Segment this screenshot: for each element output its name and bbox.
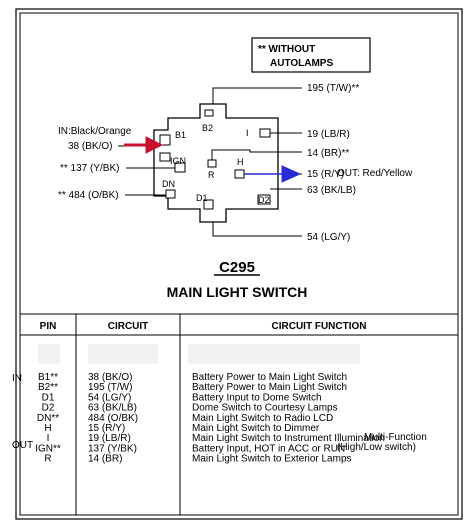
- pin-cell: B1**: [38, 372, 58, 383]
- pin-cell: D2: [42, 403, 55, 414]
- pin-cell: I: [47, 433, 50, 444]
- function-cell: Battery Input, HOT in ACC or RUN: [192, 443, 345, 454]
- in-row-marker: IN: [12, 373, 22, 384]
- wire-15-label: 15 (R/Y): [307, 169, 344, 180]
- cavity-dn-label: DN: [162, 179, 175, 189]
- table-row: D1 54 (LG/Y) Battery Input to Dome Switch: [42, 392, 322, 403]
- wire-54: [212, 222, 302, 237]
- pin-cell: D1: [42, 392, 55, 403]
- slot-h: [234, 169, 245, 179]
- outer-frame: [15, 8, 463, 520]
- table-rows: B1** 38 (BK/O) Battery Power to Main Light…: [35, 372, 385, 465]
- wire-14-label: 14 (BR)**: [307, 148, 349, 159]
- slot-b1: [159, 134, 171, 146]
- out-row-marker: OUT: [12, 440, 33, 451]
- slot-dn: [165, 189, 176, 199]
- connector-name: MAIN LIGHT SWITCH: [167, 284, 308, 300]
- in-arrow-icon: [124, 136, 164, 154]
- slot-d1: [203, 199, 214, 210]
- function-cell: Main Light Switch to Radio LCD: [192, 413, 333, 424]
- function-cell: Battery Input to Dome Switch: [192, 392, 322, 403]
- function-cell: Battery Power to Main Light Switch: [192, 372, 347, 383]
- pin-cell: H: [44, 423, 51, 434]
- slot-left-mid: [159, 152, 171, 162]
- table-row: R 14 (BR) Main Light Switch to Exterior La…: [44, 454, 351, 465]
- table-row: B1** 38 (BK/O) Battery Power to Main Light…: [38, 372, 347, 383]
- slot-i: [259, 128, 271, 138]
- wire-484-label: ** 484 (O/BK): [58, 190, 119, 201]
- function-cell: Main Light Switch to Dimmer: [192, 423, 320, 434]
- cavity-d2-label: D2: [258, 195, 270, 205]
- circuit-cell: 63 (BK/LB): [88, 403, 137, 414]
- pin-cell: R: [44, 454, 51, 465]
- table-row: D2 63 (BK/LB) Dome Switch to Courtesy Lamp…: [42, 403, 338, 414]
- slot-top: [204, 109, 214, 117]
- table-row: I 19 (LB/R) Main Light Switch to Instrumen…: [47, 433, 385, 444]
- slot-d2: [257, 194, 271, 205]
- circuit-cell: 15 (R/Y): [88, 423, 125, 434]
- cavity-b1-label: B1: [175, 130, 186, 140]
- in-annotation: IN:Black/Orange: [58, 126, 132, 137]
- slot-r: [207, 159, 217, 168]
- table-row: DN** 484 (O/BK) Main Light Switch to Radio…: [37, 413, 333, 424]
- out-annotation: OUT: Red/Yellow: [337, 168, 413, 179]
- cavity-i-label: I: [246, 128, 249, 138]
- function-cell: Dome Switch to Courtesy Lamps: [192, 403, 338, 414]
- cavity-ign-label: IGN: [170, 156, 186, 166]
- circuit-cell: 484 (O/BK): [88, 413, 138, 424]
- connector-body: [153, 103, 279, 223]
- pin-cell: IGN**: [35, 443, 61, 454]
- table-header-circuit: CIRCUIT: [108, 321, 149, 332]
- pin-table: [19, 313, 459, 516]
- note-line2: AUTOLAMPS: [270, 58, 333, 69]
- wire-14: [211, 149, 302, 160]
- pin-cell: DN**: [37, 413, 59, 424]
- cavity-b2-label: B2: [202, 123, 213, 133]
- wire-19-label: 19 (LB/R): [307, 129, 350, 140]
- connector-code: C295: [219, 259, 255, 276]
- cavity-r-label: R: [208, 170, 215, 180]
- multi-function-note: Multi-Function: [364, 432, 427, 443]
- circuit-cell: 137 (Y/BK): [88, 443, 137, 454]
- cavity-h-label: H: [237, 157, 244, 167]
- table-row: B2** 195 (T/W) Battery Power to Main Light…: [38, 382, 347, 393]
- high-low-switch-note: (High/Low switch): [337, 442, 416, 453]
- table-header-function: CIRCUIT FUNCTION: [272, 321, 367, 332]
- wire-137-label: ** 137 (Y/BK): [60, 163, 119, 174]
- cavity-d1-label: D1: [196, 193, 208, 203]
- circuit-cell: 54 (LG/Y): [88, 392, 131, 403]
- circuit-cell: 19 (LB/R): [88, 433, 131, 444]
- pin-cell: B2**: [38, 382, 58, 393]
- function-cell: Main Light Switch to Instrument Illumina…: [192, 433, 385, 444]
- wire-63-label: 63 (BK/LB): [307, 185, 356, 196]
- note-box: [251, 37, 371, 73]
- wire-195: [212, 87, 302, 104]
- wire-195-label: 195 (T/W)**: [307, 83, 359, 94]
- function-cell: Main Light Switch to Exterior Lamps: [192, 454, 352, 465]
- out-arrow-icon: [245, 165, 302, 183]
- circuit-cell: 14 (BR): [88, 454, 122, 465]
- circuit-cell: 195 (T/W): [88, 382, 132, 393]
- note-line1: ** WITHOUT: [258, 44, 315, 55]
- table-header-pin: PIN: [40, 321, 57, 332]
- table-row: H 15 (R/Y) Main Light Switch to Dimmer: [44, 423, 320, 434]
- function-cell: Battery Power to Main Light Switch: [192, 382, 347, 393]
- wire-38-label: 38 (BK/O): [68, 141, 112, 152]
- circuit-cell: 38 (BK/O): [88, 372, 132, 383]
- wire-54-label: 54 (LG/Y): [307, 232, 350, 243]
- table-row: IGN** 137 (Y/BK) Battery Input, HOT in ACC…: [35, 443, 345, 454]
